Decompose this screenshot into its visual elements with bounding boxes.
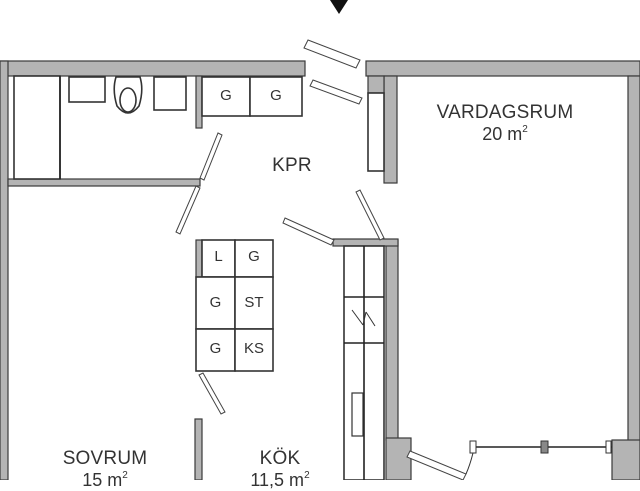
closet-label-st: ST — [244, 294, 264, 311]
closet-hall-2 — [249, 76, 303, 117]
closet-ks — [234, 328, 274, 372]
wall-top-right — [365, 60, 640, 77]
wall-bedroom-kitchen — [194, 418, 203, 480]
closet-label-g3: G — [209, 340, 222, 357]
bedroom-door[interactable] — [175, 185, 201, 235]
stove — [351, 392, 364, 437]
closet-g2 — [195, 276, 236, 330]
closet-label-g1: G — [248, 248, 260, 265]
closet-label-ks: KS — [243, 340, 264, 357]
entrance-door[interactable] — [303, 39, 363, 105]
balcony-door[interactable] — [406, 450, 467, 480]
living-room-door[interactable] — [355, 189, 385, 241]
room-name: VARDAGSRUM — [436, 102, 574, 123]
hall-wardrobe — [367, 92, 385, 172]
sink-icon — [351, 309, 364, 326]
closet-label-hall-2: G — [270, 87, 282, 104]
wall-living-bottom-left — [385, 437, 412, 480]
wall-living-pillar — [367, 75, 385, 94]
room-name: SOVRUM — [62, 448, 148, 469]
closet-label-hall-1: G — [220, 87, 232, 104]
wall-living-bottom-right — [611, 439, 640, 480]
bathtub — [13, 75, 61, 180]
closet-swing-door[interactable] — [198, 372, 226, 415]
wall-left — [0, 60, 9, 480]
room-name: KÖK — [259, 448, 301, 469]
room-area: 20 m2 — [482, 124, 528, 144]
entrance-arrow-icon — [330, 0, 348, 14]
washing-machine — [153, 76, 187, 111]
bathroom-door[interactable] — [199, 132, 223, 181]
room-sovrum: SOVRUM 15 m2 — [40, 448, 170, 491]
wall-bathroom-bottom — [7, 178, 201, 187]
closet-st — [234, 276, 274, 330]
wall-kitchen-top — [332, 238, 399, 247]
wall-top-left — [0, 60, 306, 77]
kitchen-door[interactable] — [282, 217, 335, 246]
room-kok: KÖK 11,5 m2 — [230, 448, 330, 491]
closet-label-l: L — [214, 248, 223, 265]
closet-hall-1 — [201, 76, 251, 117]
closet-label-g2: G — [209, 294, 222, 311]
wall-right — [627, 75, 640, 480]
room-area: 15 m2 — [82, 470, 128, 490]
washbasin — [68, 76, 106, 103]
room-vardagsrum: VARDAGSRUM 20 m2 — [420, 102, 590, 145]
wall-living-left-upper — [383, 75, 398, 184]
room-kpr: KPR — [272, 155, 312, 176]
room-area: 11,5 m2 — [250, 470, 310, 490]
closet-l — [201, 239, 236, 278]
wall-living-left-lower — [385, 239, 399, 441]
floor-plan-drawing — [0, 0, 640, 480]
